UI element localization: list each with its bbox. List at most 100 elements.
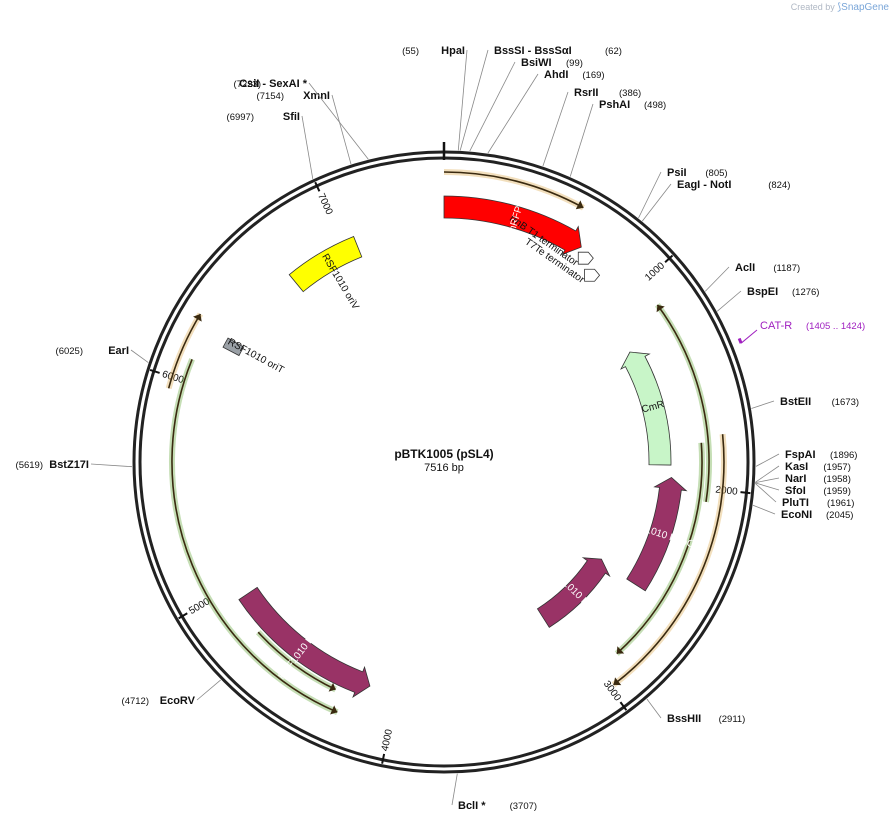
site-leader-xmni — [331, 94, 352, 165]
site-leader-eari — [130, 349, 149, 363]
site-name-sfoi[interactable]: SfoI — [785, 485, 806, 497]
tick-mark — [314, 181, 321, 192]
orf-arrowhead — [328, 682, 336, 692]
rsf1010-orit-box[interactable] — [222, 337, 245, 357]
site-leader-eagi-noti — [641, 183, 672, 222]
tick-label: 7000 — [315, 192, 334, 217]
site-pos-eagi-noti: (824) — [768, 180, 790, 191]
site-leader-fspai — [755, 453, 780, 467]
site-leader-acli — [704, 266, 730, 292]
site-leader-bsiwi — [469, 61, 516, 152]
tick-mark — [664, 254, 674, 263]
orf-arrowhead — [575, 200, 584, 210]
snapgene-logo: ⟆SnapGene — [837, 2, 889, 13]
site-leader-pluti — [755, 483, 777, 503]
site-pos-rsrii: (386) — [619, 88, 641, 99]
site-name-pshai[interactable]: PshAI — [599, 99, 630, 111]
site-leader-ahdi — [487, 73, 539, 154]
tick-label: 4000 — [380, 728, 395, 752]
site-name-eari[interactable]: EarI — [108, 345, 129, 357]
site-pos-nari: (1958) — [823, 474, 850, 485]
site-leader-bstz17i — [90, 463, 133, 468]
tick-mark — [178, 612, 188, 620]
cmr-arrow[interactable] — [620, 351, 672, 466]
site-leader-nari — [755, 477, 780, 483]
plasmid-name: pBTK1005 (pSL4) — [394, 447, 493, 461]
site-name-pluti[interactable]: PluTI — [782, 497, 809, 509]
primer-annotation[interactable]: CAT-R (1405 .. 1424) — [737, 320, 865, 344]
site-leader-bspei — [716, 290, 742, 312]
rsf1010-repb-arrow[interactable] — [238, 586, 371, 698]
site-name-xmni[interactable]: XmnI — [303, 90, 330, 102]
site-name-ecorv[interactable]: EcoRV — [160, 695, 196, 707]
site-leader-kasi — [755, 465, 780, 483]
site-name-rsrii[interactable]: RsrII — [574, 87, 598, 99]
site-name-kasi[interactable]: KasI — [785, 461, 808, 473]
site-pos-bcli: (3707) — [510, 801, 537, 812]
site-pos-xmni: (7154) — [257, 91, 284, 102]
site-pos-acli: (1187) — [773, 263, 800, 274]
site-pos-bspei: (1276) — [792, 287, 819, 298]
site-leader-rsrii — [542, 91, 569, 167]
site-leader-econi — [752, 504, 776, 515]
site-name-bsteii[interactable]: BstEII — [780, 396, 811, 408]
rsf1010-oriv-box[interactable] — [288, 235, 363, 293]
site-leader-bsssi-bsss-i — [459, 49, 489, 151]
site-pos-hpai: (55) — [402, 46, 419, 57]
tick-label: 2000 — [715, 485, 739, 498]
site-name-hpai[interactable]: HpaI — [441, 45, 465, 57]
credit-brand: SnapGene — [841, 2, 889, 13]
site-pos-fspai: (1896) — [830, 450, 857, 461]
orf-line — [656, 304, 710, 503]
site-name-bsshii[interactable]: BssHII — [667, 713, 701, 725]
cat-r-range: (1405 .. 1424) — [806, 321, 865, 332]
site-name-bsssi-bsss-i[interactable]: BssSI - BssSαI — [494, 45, 572, 57]
orf-arcs — [165, 169, 727, 715]
site-name-ahdi[interactable]: AhdI — [544, 69, 568, 81]
site-name-bspei[interactable]: BspEI — [747, 286, 778, 298]
orf-arrowhead — [656, 304, 665, 313]
rsf1010-repa-arrow[interactable] — [536, 557, 611, 628]
site-pos-bsshii: (2911) — [719, 714, 746, 725]
site-pos-bstz17i: (5619) — [16, 460, 43, 471]
site-pos-sfii: (6997) — [227, 112, 254, 123]
site-name-sfii[interactable]: SfiI — [283, 111, 300, 123]
site-name-acli[interactable]: AclI — [735, 262, 755, 274]
orf-arrowhead — [613, 677, 622, 686]
cat-r-primer-mark[interactable] — [737, 337, 743, 344]
site-pos-bsteii: (1673) — [832, 397, 859, 408]
orf-line — [171, 358, 338, 713]
site-pos-csii-sexai: (7223) — [234, 79, 261, 90]
site-leader-bsteii — [751, 400, 775, 409]
restriction-sites[interactable]: HpaI(55)BssSI - BssSαI(62)BsiWI(99)AhdI(… — [16, 45, 860, 812]
credit-prefix: Created by — [790, 2, 835, 12]
site-pos-econi: (2045) — [826, 510, 853, 521]
tick-mark — [740, 491, 751, 495]
site-name-econi[interactable]: EcoNI — [781, 509, 812, 521]
rsf1010-repc-arrow[interactable] — [626, 476, 688, 592]
rsf1010-orit-label: RSF1010 oriT — [226, 337, 286, 376]
tick-mark — [149, 369, 160, 374]
site-pos-bsssi-bsss-i: (62) — [605, 46, 622, 57]
site-leader-hpai — [457, 49, 468, 151]
site-name-fspai[interactable]: FspAI — [785, 449, 816, 461]
orf-line — [257, 631, 336, 691]
orf-line — [613, 434, 725, 686]
site-name-bsiwi[interactable]: BsiWI — [521, 57, 552, 69]
site-leader-psii — [638, 171, 662, 219]
tick-label: 1000 — [643, 260, 667, 283]
rrnb-t1-terminator-shape[interactable] — [577, 251, 594, 265]
cat-r-name[interactable]: CAT-R — [760, 320, 792, 332]
mrfp1-arrow[interactable] — [443, 195, 582, 256]
site-name-bstz17i[interactable]: BstZ17I — [49, 459, 89, 471]
site-name-psii[interactable]: PsiI — [667, 167, 687, 179]
site-pos-ecorv: (4712) — [122, 696, 149, 707]
site-name-bcli[interactable]: BclI * — [458, 800, 486, 812]
site-name-csii-sexai[interactable]: CsiI - SexAI * — [239, 78, 308, 90]
site-name-eagi-noti[interactable]: EagI - NotI — [677, 179, 731, 191]
site-leader-pshai — [569, 103, 594, 177]
site-name-nari[interactable]: NarI — [785, 473, 806, 485]
site-pos-eari: (6025) — [56, 346, 83, 357]
site-pos-psii: (805) — [705, 168, 727, 179]
t7te-terminator-shape[interactable] — [584, 268, 601, 282]
